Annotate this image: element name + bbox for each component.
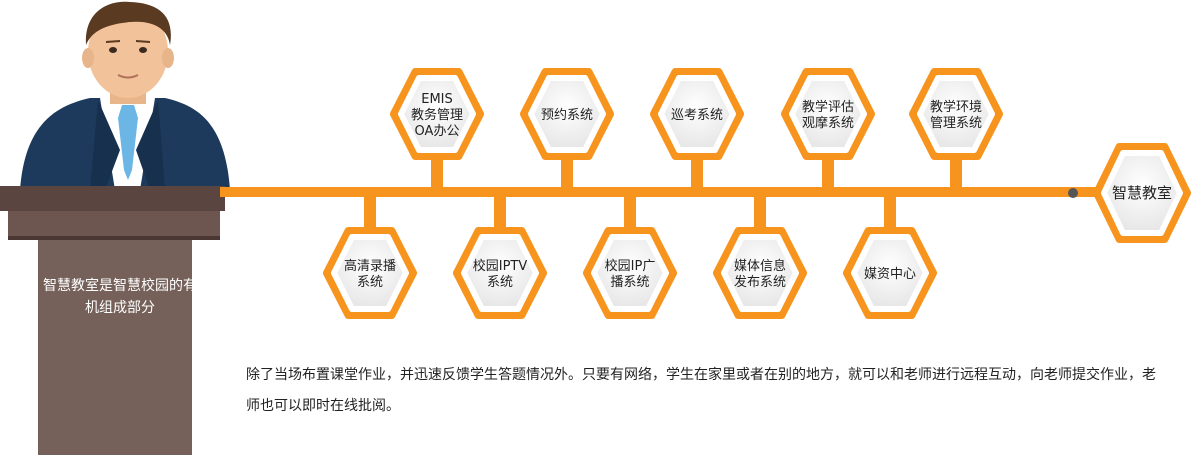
bottom-node-3-label: 校园IP广 (605, 258, 656, 274)
bottom-node-3-label: 播系统 (610, 275, 649, 290)
top-node-2-label: 预约系统 (541, 108, 593, 123)
top-node-1-label: 教务管理 (411, 107, 463, 123)
top-node-4-label: 观摩系统 (802, 115, 854, 131)
top-node-4-label: 教学评估 (802, 99, 854, 115)
presenter-figure (20, 1, 230, 190)
bottom-node-1-label: 高清录播 (344, 258, 396, 274)
bottom-node-5-label: 媒资中心 (864, 267, 916, 282)
bottom-node-4-label: 发布系统 (734, 274, 786, 290)
bottom-node-2-label: 校园IPTV (473, 258, 528, 274)
bottom-node-2-label: 系统 (487, 275, 513, 290)
top-node-2: 预约系统 (520, 68, 614, 160)
bottom-node-5: 媒资中心 (843, 227, 937, 319)
bottom-node-4-label: 媒体信息 (734, 258, 786, 274)
podium-caption: 智慧教室是智慧校园的有机组成部分 (43, 278, 197, 316)
main-timeline-line (220, 187, 1105, 197)
hub-node-smart-classroom-label: 智慧教室 (1112, 184, 1172, 202)
bottom-node-1-label: 系统 (357, 275, 383, 290)
top-node-3-label: 巡考系统 (671, 108, 723, 123)
podium (0, 186, 225, 455)
top-node-1-label: OA办公 (415, 124, 460, 139)
top-node-5-label: 教学环境 (930, 99, 982, 115)
description-text: 除了当场布置课堂作业，并迅速反馈学生答题情况外。只要有网络，学生在家里或者在别的… (246, 367, 1156, 414)
hub-node-smart-classroom: 智慧教室 (1093, 143, 1191, 243)
top-node-3: 巡考系统 (650, 68, 744, 160)
top-node-5-label: 管理系统 (930, 116, 982, 131)
timeline-end-dot (1068, 188, 1078, 198)
top-node-1-label: EMIS (421, 92, 453, 107)
